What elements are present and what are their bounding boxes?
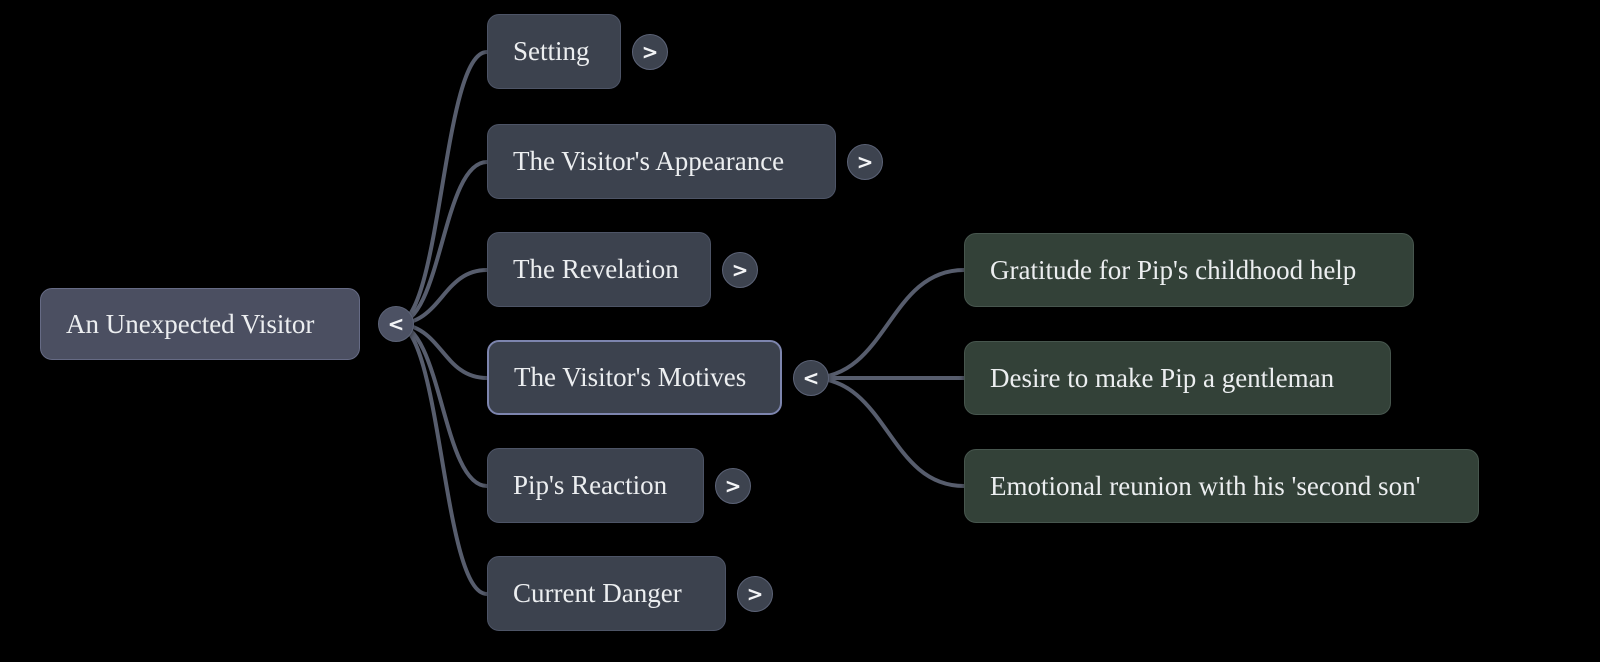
node-gratitude-childhood-help-label: Gratitude for Pip's childhood help — [990, 254, 1357, 285]
node-emotional-reunion-label: Emotional reunion with his 'second son' — [990, 470, 1421, 501]
expand-toggle-visitors-appearance[interactable]: > — [847, 144, 883, 180]
node-desire-gentleman[interactable]: Desire to make Pip a gentleman — [964, 341, 1391, 415]
node-root-label: An Unexpected Visitor — [66, 308, 315, 339]
node-visitors-appearance[interactable]: The Visitor's Appearance — [487, 124, 836, 199]
link-motives-reunion — [809, 376, 966, 488]
node-pips-reaction-label: Pip's Reaction — [513, 470, 668, 500]
expand-toggle-pips-reaction[interactable]: > — [715, 468, 751, 504]
node-setting-label: Setting — [513, 36, 590, 66]
node-emotional-reunion[interactable]: Emotional reunion with his 'second son' — [964, 449, 1479, 523]
node-gratitude-childhood-help[interactable]: Gratitude for Pip's childhood help — [964, 233, 1414, 307]
collapse-toggle-root[interactable]: < — [378, 306, 414, 342]
node-setting[interactable]: Setting — [487, 14, 621, 89]
expand-toggle-setting[interactable]: > — [632, 34, 668, 70]
node-current-danger-label: Current Danger — [513, 578, 682, 608]
node-revelation-label: The Revelation — [513, 254, 679, 284]
expand-toggle-revelation[interactable]: > — [722, 252, 758, 288]
node-revelation[interactable]: The Revelation — [487, 232, 711, 307]
node-visitors-motives-label: The Visitor's Motives — [514, 362, 747, 392]
expand-toggle-current-danger[interactable]: > — [737, 576, 773, 612]
node-visitors-motives[interactable]: The Visitor's Motives — [487, 340, 782, 415]
node-desire-gentleman-label: Desire to make Pip a gentleman — [990, 362, 1335, 393]
collapse-toggle-visitors-motives[interactable]: < — [793, 360, 829, 396]
node-pips-reaction[interactable]: Pip's Reaction — [487, 448, 704, 523]
node-visitors-appearance-label: The Visitor's Appearance — [513, 146, 785, 176]
link-root-danger — [394, 322, 489, 596]
link-motives-gratitude — [809, 268, 966, 380]
link-root-setting — [394, 50, 489, 326]
node-root[interactable]: An Unexpected Visitor — [40, 288, 360, 360]
node-current-danger[interactable]: Current Danger — [487, 556, 726, 631]
